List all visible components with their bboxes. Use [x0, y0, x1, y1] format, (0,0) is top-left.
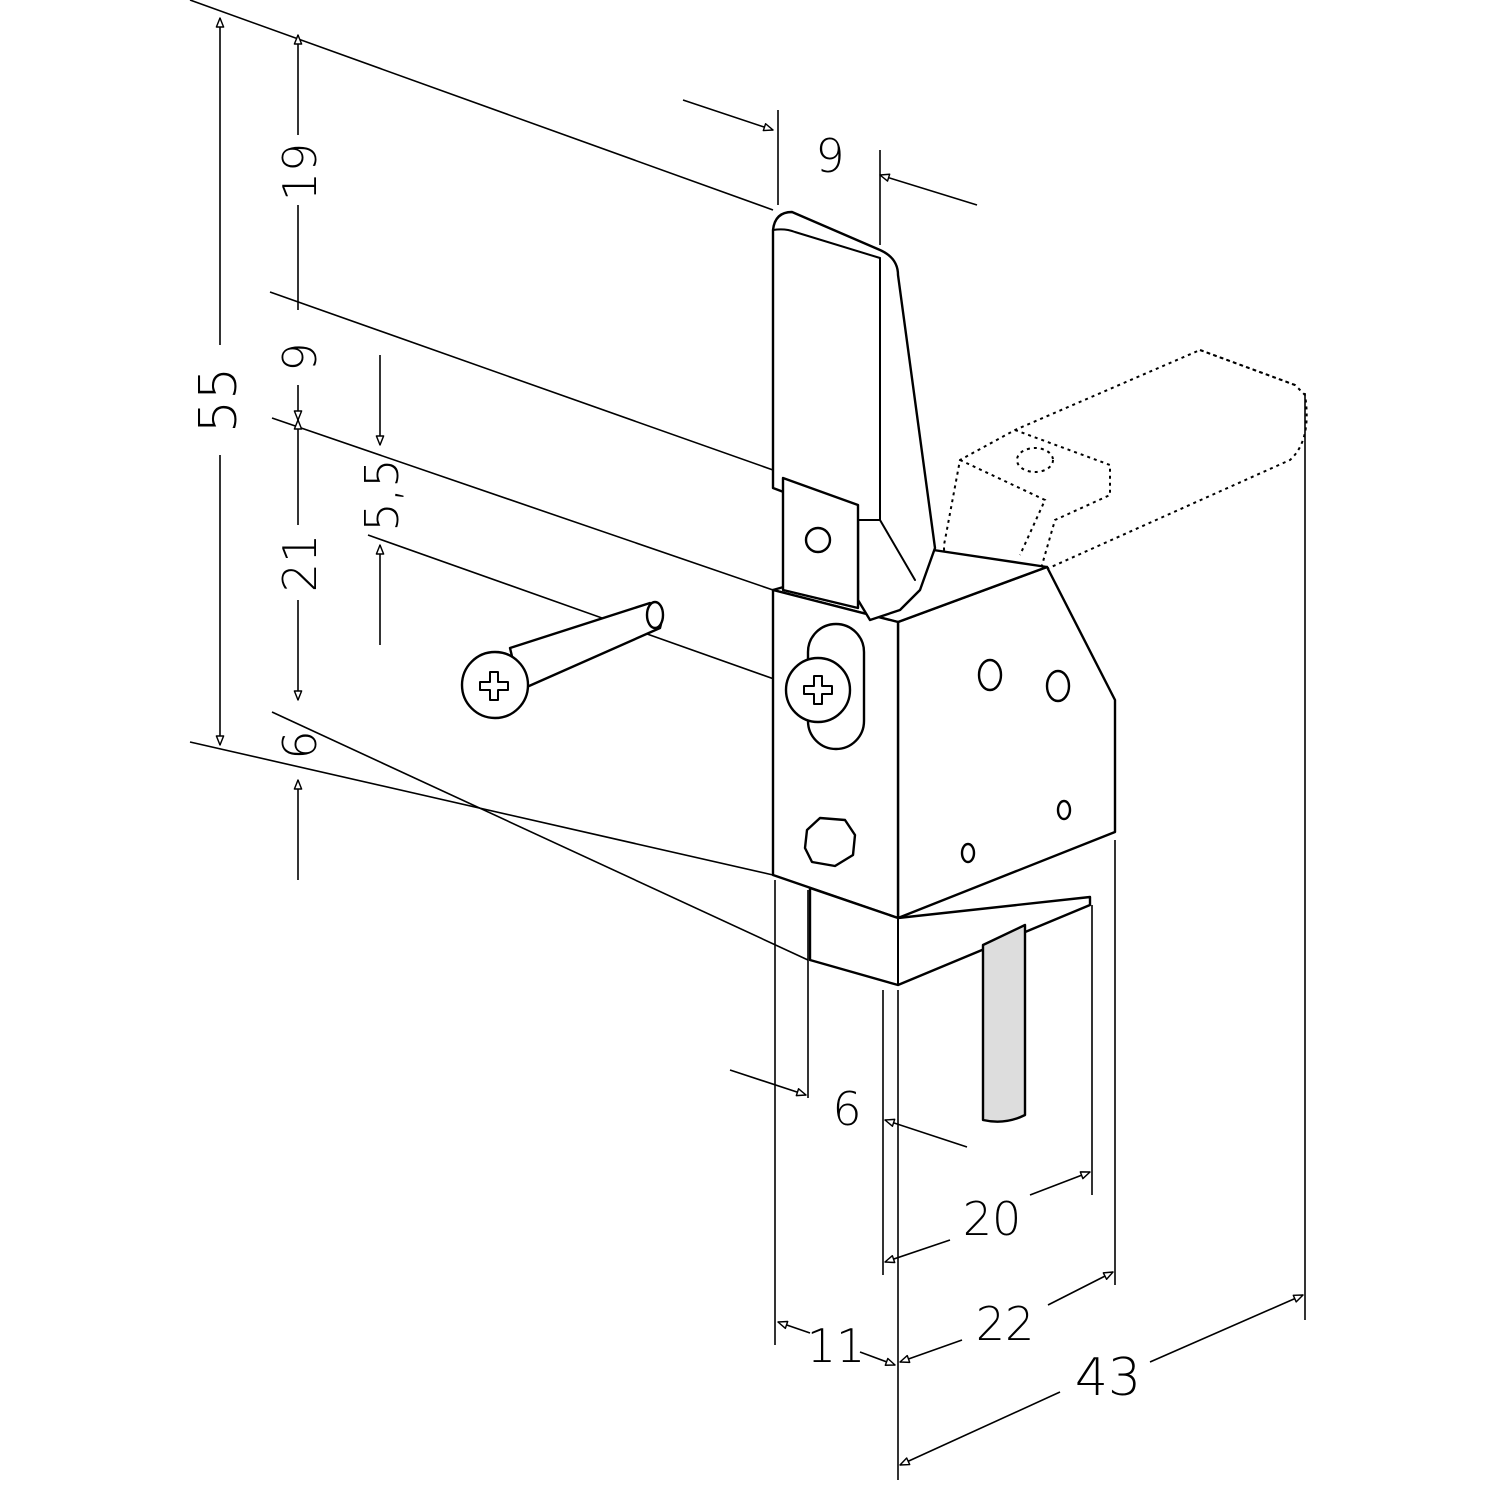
dim-43-label: 43 — [1075, 1348, 1141, 1408]
loose-screw — [460, 600, 665, 720]
dimension-20 — [884, 1171, 1091, 1264]
bottom-extension-lines — [774, 393, 1306, 1480]
bolt-nut — [803, 816, 857, 868]
dim-11-label: 11 — [807, 1319, 866, 1373]
latch-body — [771, 546, 1117, 1123]
phillips-screw-head — [784, 656, 852, 724]
dimension-6-plate — [729, 1069, 968, 1148]
mount-hole — [1045, 669, 1071, 703]
dim-55-label: 55 — [189, 367, 249, 433]
dim-6-vertical-label: 6 — [273, 730, 327, 759]
dim-22-label: 22 — [976, 1297, 1035, 1351]
mount-hole — [960, 842, 976, 864]
dimension-22 — [899, 1271, 1114, 1364]
dim-19-label: 19 — [273, 143, 327, 202]
dim-5-5-label: 5,5 — [355, 458, 409, 531]
lever — [771, 210, 937, 622]
extension-lines — [189, 0, 809, 961]
dimension-9-top — [682, 99, 978, 245]
dim-21-label: 21 — [273, 534, 327, 593]
mount-hole — [977, 658, 1003, 692]
dim-9-top-label: 9 — [815, 129, 844, 183]
lever-open-position — [943, 348, 1308, 576]
dimension-43 — [899, 1294, 1304, 1466]
mount-hole — [1056, 799, 1072, 821]
dim-9-vertical-label: 9 — [273, 342, 327, 371]
dim-20-label: 20 — [963, 1192, 1022, 1246]
dim-6-plate-label: 6 — [832, 1082, 861, 1136]
dimension-11 — [777, 1320, 896, 1366]
